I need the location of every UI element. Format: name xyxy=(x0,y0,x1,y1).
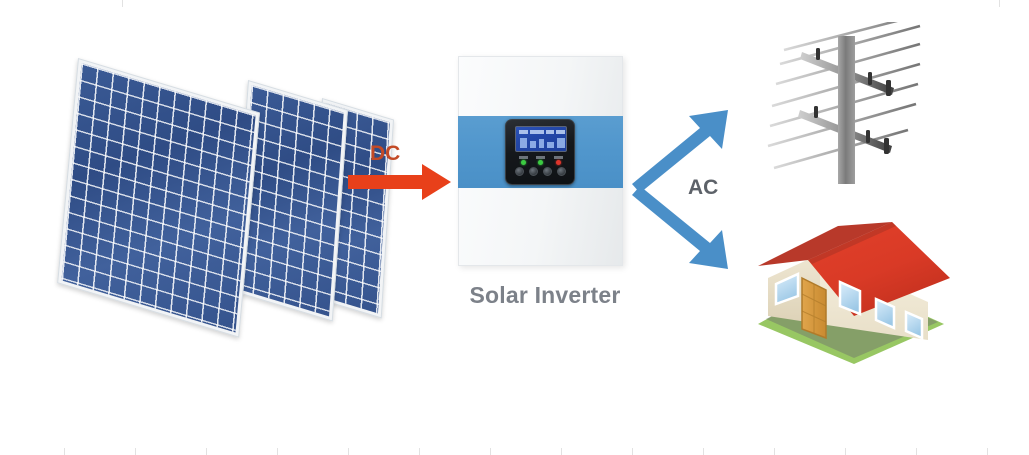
solar-cells xyxy=(61,63,256,333)
status-led-2 xyxy=(538,160,543,165)
ac-flow-arrow-to-grid xyxy=(632,110,728,193)
fault-led xyxy=(556,160,561,165)
ac-flow-arrow-to-house xyxy=(632,186,728,269)
dc-flow-label: DC xyxy=(370,142,401,165)
ruler-tick xyxy=(206,448,207,455)
inverter-control-panel[interactable] xyxy=(505,119,575,185)
panel-button-4[interactable] xyxy=(557,167,566,176)
status-led-1 xyxy=(521,160,526,165)
ruler-tick xyxy=(632,448,633,455)
ac-flow-label: AC xyxy=(688,176,719,199)
ruler-tick xyxy=(490,448,491,455)
dc-flow-arrow xyxy=(348,164,451,200)
panel-button-2[interactable] xyxy=(529,167,538,176)
solar-panel-array xyxy=(57,48,394,338)
lcd-display xyxy=(515,126,567,152)
house-icon xyxy=(758,222,950,364)
ruler-tick xyxy=(64,448,65,455)
ruler-tick xyxy=(277,448,278,455)
ruler-tick xyxy=(419,448,420,455)
ruler-tick xyxy=(135,448,136,455)
ruler-tick xyxy=(987,448,988,455)
status-led-row xyxy=(518,156,566,165)
panel-button-3[interactable] xyxy=(543,167,552,176)
ruler-tick xyxy=(348,448,349,455)
led-label xyxy=(519,156,528,159)
inverter-button-row xyxy=(515,167,568,180)
panel-button-1[interactable] xyxy=(515,167,524,176)
ruler-tick xyxy=(561,448,562,455)
ruler-tick xyxy=(122,0,123,7)
ruler-tick xyxy=(999,0,1000,7)
ruler-tick xyxy=(845,448,846,455)
inverter-label: Solar Inverter xyxy=(469,282,621,308)
solar-inverter-unit xyxy=(458,56,623,266)
ruler-tick xyxy=(916,448,917,455)
utility-pole-icon xyxy=(767,22,921,184)
led-label xyxy=(554,156,563,159)
ruler-tick xyxy=(703,448,704,455)
solar-panel xyxy=(57,58,261,338)
ruler-tick xyxy=(774,448,775,455)
led-label xyxy=(536,156,545,159)
